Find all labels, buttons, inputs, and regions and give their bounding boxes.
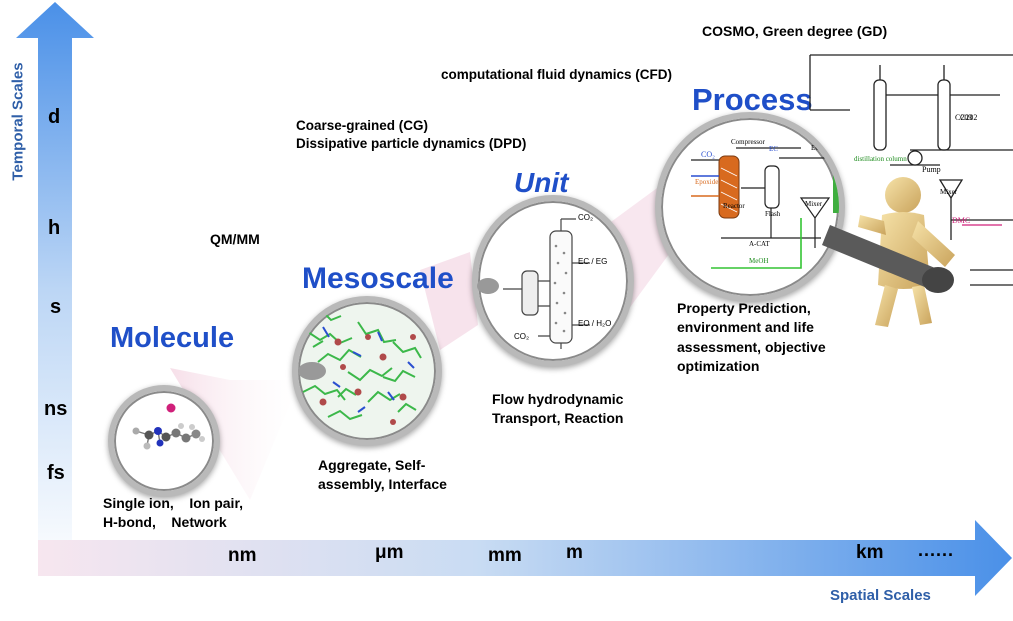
process-note-4: optimization — [677, 358, 760, 374]
x-tick-m: m — [566, 542, 583, 563]
meso-note-1: Aggregate, Self- — [318, 457, 426, 473]
process-note-1: Property Prediction, — [677, 300, 811, 316]
process-label-c203: C203 — [955, 113, 972, 122]
process-lens: CO₂ Compressor EC Epoxide Reactor Flash … — [655, 112, 845, 302]
process-label-dmc: DMC — [952, 216, 970, 225]
process-label-reactor: Reactor — [723, 202, 745, 210]
mesoscale-lens-handle — [298, 362, 326, 380]
process-label-distillation: distillation column — [854, 155, 907, 163]
y-tick-fs: fs — [47, 462, 65, 484]
process-flowsheet: C202 C203 Pump Mixer DMC distillation co… — [809, 54, 1013, 286]
x-tick-km: km — [856, 542, 884, 563]
molecule-illustration — [132, 403, 205, 450]
method-cg: Coarse-grained (CG) — [296, 118, 429, 133]
process-label-epoxide: Epoxide — [695, 178, 719, 186]
unit-note-2: Transport, Reaction — [492, 410, 624, 426]
y-tick-d: d — [48, 106, 61, 128]
process-label-acat: A-CAT — [749, 240, 770, 248]
unit-lens: CO₂ EC / EG CO₂ EO / H₂O — [472, 195, 634, 367]
stage-molecule: Molecule — [110, 322, 235, 354]
x-tick-nm: nm — [228, 545, 257, 566]
stage-mesoscale: Mesoscale — [302, 262, 454, 295]
y-tick-h: h — [48, 217, 61, 239]
x-tick-um: μm — [375, 542, 404, 563]
process-label-meoh: MeOH — [749, 257, 769, 265]
unit-label-co2-top: CO₂ — [578, 213, 594, 222]
x-tick-mm: mm — [488, 545, 522, 566]
stage-process: Process — [692, 82, 813, 117]
method-cfd: computational fluid dynamics (CFD) — [441, 67, 673, 82]
x-axis-arrow — [38, 520, 1012, 596]
process-label-ec: EC — [769, 145, 778, 153]
y-axis-arrow — [16, 2, 94, 578]
unit-lens-handle — [477, 278, 499, 294]
molecule-note-2: H-bond, Network — [103, 514, 227, 530]
y-tick-ns: ns — [44, 398, 68, 420]
unit-label-co2-bottom: CO₂ — [514, 332, 530, 341]
process-label-mixer2: Mixer — [940, 188, 958, 196]
mesoscale-illustration — [302, 311, 422, 425]
method-dpd: Dissipative particle dynamics (DPD) — [296, 136, 527, 151]
stage-unit: Unit — [514, 167, 569, 198]
unit-label-ec-eg: EC / EG — [578, 257, 608, 266]
process-label-flash: Flash — [765, 210, 781, 218]
unit-label-eo-h2o: EO / H₂O — [578, 319, 612, 328]
x-axis-label: Spatial Scales — [830, 587, 931, 604]
unit-illustration — [503, 218, 590, 349]
process-note-3: assessment, objective — [677, 339, 826, 355]
process-label-mixer1: Mixer — [805, 200, 823, 208]
process-label-c202: C202 — [960, 113, 977, 122]
x-axis-continuation: ...... — [918, 540, 955, 560]
method-qmmm: QM/MM — [210, 231, 260, 247]
process-label-pump: Pump — [922, 165, 941, 174]
meso-note-2: assembly, Interface — [318, 476, 447, 492]
figure-holding-magnifier — [822, 177, 955, 327]
y-axis-label: Temporal Scales — [9, 62, 27, 181]
process-label-ec-cat: EC Cat. — [811, 144, 834, 152]
process-note-2: environment and life — [677, 319, 814, 335]
beam-meso-unit — [420, 252, 478, 350]
process-label-co2: CO₂ — [701, 150, 715, 159]
method-cosmo: COSMO, Green degree (GD) — [702, 23, 888, 39]
molecule-note-1: Single ion, Ion pair, — [103, 495, 244, 511]
y-tick-s: s — [50, 296, 62, 318]
unit-note-1: Flow hydrodynamic — [492, 391, 624, 407]
molecule-lens — [108, 385, 220, 497]
process-label-compressor: Compressor — [731, 138, 765, 146]
